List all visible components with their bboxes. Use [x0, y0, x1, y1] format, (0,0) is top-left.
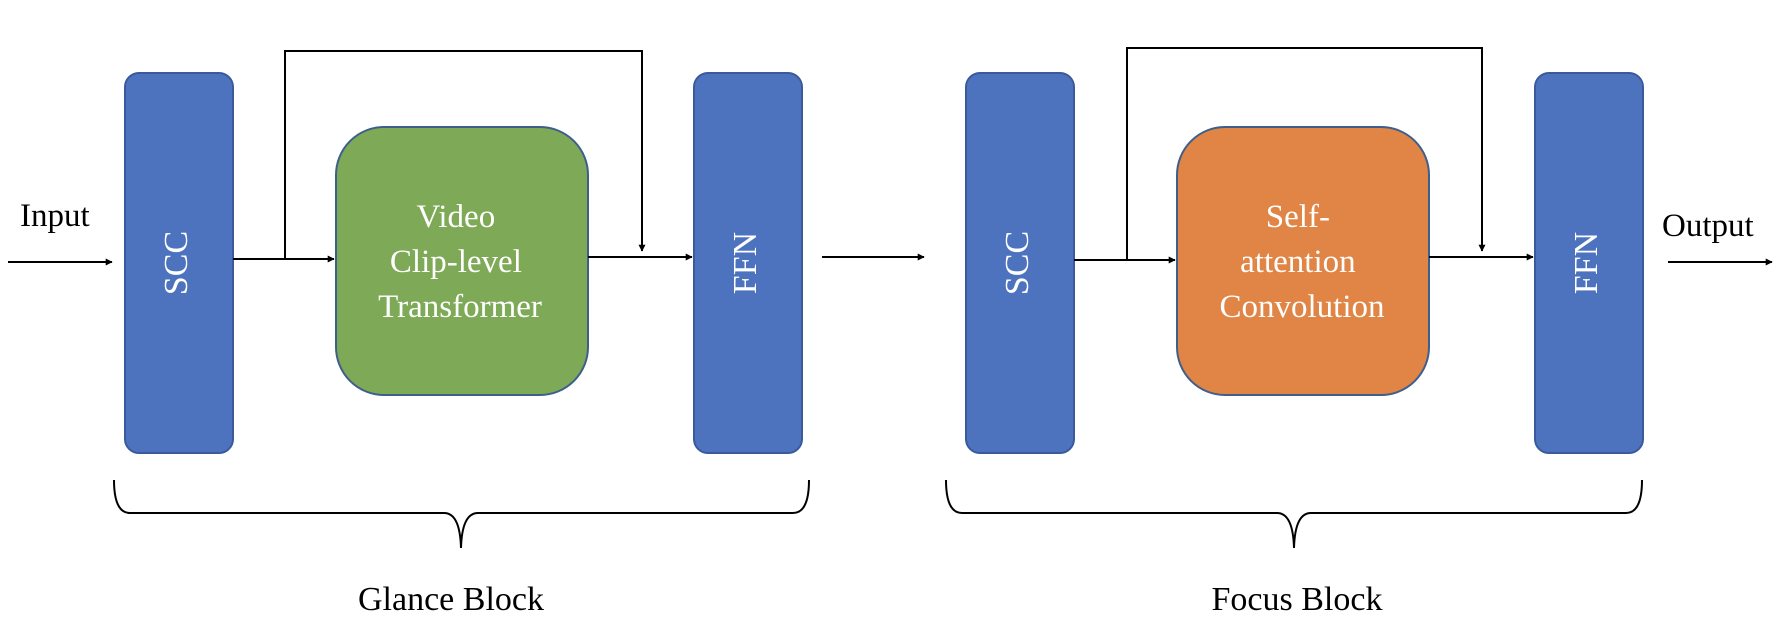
glance-brace — [113, 479, 810, 549]
glance-core-line-1: Video — [417, 199, 496, 235]
input-label: Input — [20, 198, 90, 234]
focus-skip-connection — [1126, 47, 1486, 260]
focus-core-line-1: Self- — [1266, 199, 1330, 235]
focus-brace — [945, 479, 1643, 549]
glance-block: Input SCC Video Clip-level Transformer F… — [8, 50, 810, 618]
svg-text:Video Clip-level T: Video Clip-level Transformer — [378, 199, 542, 325]
focus-block: SCC Self- attention Convolution FFN Outp… — [945, 47, 1773, 618]
glance-ffn-box — [693, 72, 803, 454]
focus-ffn-label: FFN — [1568, 232, 1605, 294]
glance-ffn-label: FFN — [727, 232, 764, 294]
focus-core-line-3: Convolution — [1219, 289, 1384, 325]
focus-core-line-2: attention — [1240, 244, 1355, 280]
glance-block-label: Glance Block — [358, 581, 544, 618]
glance-core-line-3: Transformer — [378, 289, 542, 325]
svg-text:Self- attention Co: Self- attention Convolution — [1219, 199, 1384, 325]
glance-core-box — [335, 126, 589, 396]
focus-core-box — [1176, 126, 1430, 396]
focus-ffn-box — [1534, 72, 1644, 454]
focus-scc-label: SCC — [999, 231, 1036, 295]
glance-core-line-2: Clip-level — [390, 244, 522, 280]
output-label: Output — [1662, 208, 1754, 244]
glance-scc-box — [124, 72, 234, 454]
focus-block-label: Focus Block — [1212, 581, 1383, 618]
focus-scc-box — [965, 72, 1075, 454]
glance-scc-label: SCC — [158, 231, 195, 295]
glance-skip-connection — [284, 50, 646, 259]
